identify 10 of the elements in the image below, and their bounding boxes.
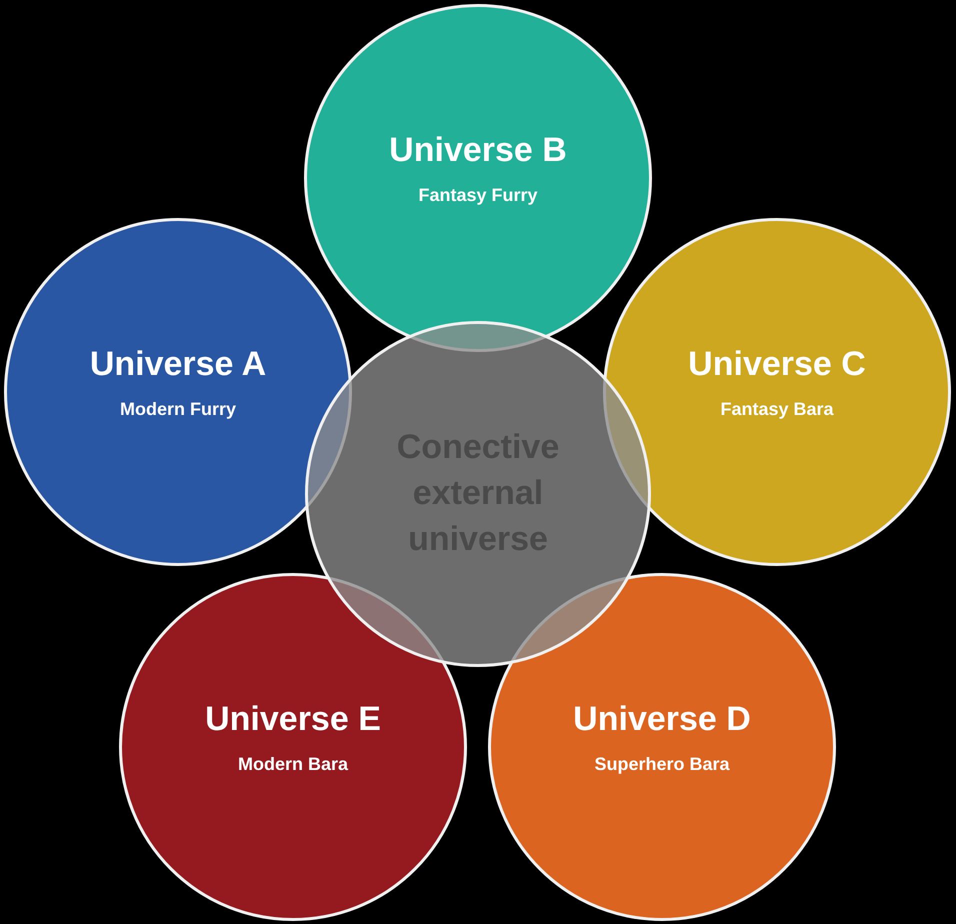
circle-title: Universe E (205, 699, 381, 740)
circle-subtitle: Modern Furry (120, 398, 236, 420)
circle-title: Universe B (389, 130, 567, 171)
circle-subtitle: Superhero Bara (594, 754, 730, 775)
circle-title: Universe C (688, 344, 866, 385)
circle-subtitle: Modern Bara (238, 754, 348, 775)
circle-title: Universe D (573, 699, 751, 740)
circle-subtitle: Fantasy Bara (720, 398, 834, 420)
circle-title: Universe A (90, 344, 266, 385)
circle-subtitle: Fantasy Furry (418, 184, 538, 206)
